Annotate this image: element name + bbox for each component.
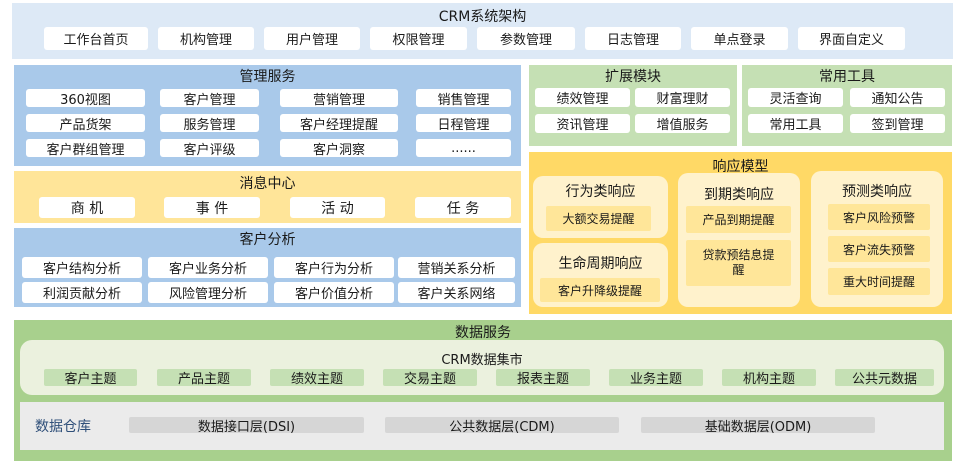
top-item-org-management[interactable]: 机构管理 bbox=[158, 27, 254, 50]
management-service-title: 管理服务 bbox=[239, 69, 296, 85]
forecast-item-major-time[interactable]: 重大时间提醒 bbox=[828, 268, 930, 295]
msg-item-task[interactable]: 任 务 bbox=[415, 197, 511, 218]
mgmt-item-sales-management[interactable]: 销售管理 bbox=[416, 89, 511, 108]
mgmt-item-marketing-management[interactable]: 营销管理 bbox=[280, 89, 398, 108]
response-model-title: 响应模型 bbox=[712, 159, 769, 175]
warehouse-item-cdm[interactable]: 公共数据层(CDM) bbox=[385, 417, 619, 435]
mgmt-item-product-shelf[interactable]: 产品货架 bbox=[26, 114, 145, 133]
top-item-log-management[interactable]: 日志管理 bbox=[585, 27, 681, 50]
top-item-sso[interactable]: 单点登录 bbox=[691, 27, 788, 50]
extension-module-title: 扩展模块 bbox=[605, 69, 661, 85]
mart-item-organization[interactable]: 机构主题 bbox=[722, 369, 816, 387]
lifecycle-response-title: 生命周期响应 bbox=[558, 256, 643, 272]
analysis-item-business[interactable]: 客户业务分析 bbox=[148, 257, 268, 278]
data-service-title: 数据服务 bbox=[455, 325, 511, 341]
msg-item-activity[interactable]: 活 动 bbox=[290, 197, 385, 218]
forecast-item-risk-warning[interactable]: 客户风险预警 bbox=[828, 204, 930, 230]
top-item-parameter-management[interactable]: 参数管理 bbox=[477, 27, 575, 50]
mgmt-item-customer-group[interactable]: 客户群组管理 bbox=[26, 139, 145, 158]
tools-item-flexible-query[interactable]: 灵活查询 bbox=[748, 88, 843, 107]
ext-item-performance[interactable]: 绩效管理 bbox=[535, 88, 630, 107]
common-tools-title: 常用工具 bbox=[819, 69, 875, 85]
analysis-item-profit-contribution[interactable]: 利润贡献分析 bbox=[22, 282, 142, 303]
tools-item-notice[interactable]: 通知公告 bbox=[850, 88, 945, 107]
top-item-ui-customization[interactable]: 界面自定义 bbox=[798, 27, 905, 50]
message-center-title: 消息中心 bbox=[239, 176, 296, 192]
mart-item-public-metadata[interactable]: 公共元数据 bbox=[835, 369, 934, 387]
mart-item-product[interactable]: 产品主题 bbox=[157, 369, 251, 387]
warehouse-item-dsi[interactable]: 数据接口层(DSI) bbox=[129, 417, 364, 435]
mart-item-transaction[interactable]: 交易主题 bbox=[383, 369, 477, 387]
mart-item-business[interactable]: 业务主题 bbox=[609, 369, 703, 387]
ext-item-wealth[interactable]: 财富理财 bbox=[635, 88, 730, 107]
mgmt-item-manager-reminder[interactable]: 客户经理提醒 bbox=[280, 114, 398, 133]
mart-item-performance[interactable]: 绩效主题 bbox=[270, 369, 364, 387]
ext-item-value-added[interactable]: 增值服务 bbox=[635, 114, 730, 133]
crm-data-mart-title: CRM数据集市 bbox=[441, 353, 523, 368]
mart-item-report[interactable]: 报表主题 bbox=[496, 369, 590, 387]
analysis-item-structure[interactable]: 客户结构分析 bbox=[22, 257, 142, 278]
mgmt-item-customer-insight[interactable]: 客户洞察 bbox=[280, 139, 398, 158]
warehouse-item-odm[interactable]: 基础数据层(ODM) bbox=[641, 417, 875, 435]
mgmt-item-customer-management[interactable]: 客户管理 bbox=[160, 89, 259, 108]
tools-item-checkin[interactable]: 签到管理 bbox=[850, 114, 945, 133]
top-item-user-management[interactable]: 用户管理 bbox=[264, 27, 360, 50]
ext-item-news[interactable]: 资讯管理 bbox=[535, 114, 630, 133]
msg-item-event[interactable]: 事 件 bbox=[164, 197, 260, 218]
data-warehouse-label: 数据仓库 bbox=[35, 419, 91, 435]
top-item-permission-management[interactable]: 权限管理 bbox=[370, 27, 467, 50]
analysis-item-behavior[interactable]: 客户行为分析 bbox=[274, 257, 394, 278]
lifecycle-item-level-change[interactable]: 客户升降级提醒 bbox=[540, 278, 660, 302]
forecast-item-churn-warning[interactable]: 客户流失预警 bbox=[828, 236, 930, 262]
system-architecture-title: CRM系统架构 bbox=[438, 9, 527, 25]
analysis-item-risk-management[interactable]: 风险管理分析 bbox=[148, 282, 268, 303]
mgmt-item-service-management[interactable]: 服务管理 bbox=[160, 114, 259, 133]
mgmt-item-360-view[interactable]: 360视图 bbox=[26, 89, 145, 108]
expiry-item-loan-interest[interactable]: 贷款预结息提醒 bbox=[686, 240, 791, 286]
behavior-item-large-transaction[interactable]: 大额交易提醒 bbox=[546, 206, 651, 231]
top-item-workbench[interactable]: 工作台首页 bbox=[44, 27, 148, 50]
customer-analysis-title: 客户分析 bbox=[239, 232, 296, 248]
behavior-response-title: 行为类响应 bbox=[565, 184, 636, 200]
mgmt-item-schedule-management[interactable]: 日程管理 bbox=[416, 114, 511, 133]
mart-item-customer[interactable]: 客户主题 bbox=[44, 369, 137, 387]
mgmt-item-customer-rating[interactable]: 客户评级 bbox=[160, 139, 259, 158]
analysis-item-relation-network[interactable]: 客户关系网络 bbox=[398, 282, 515, 303]
mgmt-item-more: ...... bbox=[416, 139, 511, 157]
analysis-item-customer-value[interactable]: 客户价值分析 bbox=[274, 282, 394, 303]
analysis-item-marketing-relation[interactable]: 营销关系分析 bbox=[398, 257, 515, 278]
expiry-response-title: 到期类响应 bbox=[704, 187, 774, 203]
tools-item-common-tools[interactable]: 常用工具 bbox=[748, 114, 843, 133]
expiry-item-product-due[interactable]: 产品到期提醒 bbox=[686, 206, 791, 233]
forecast-response-title: 预测类响应 bbox=[842, 184, 912, 200]
msg-item-opportunity[interactable]: 商 机 bbox=[39, 197, 135, 218]
